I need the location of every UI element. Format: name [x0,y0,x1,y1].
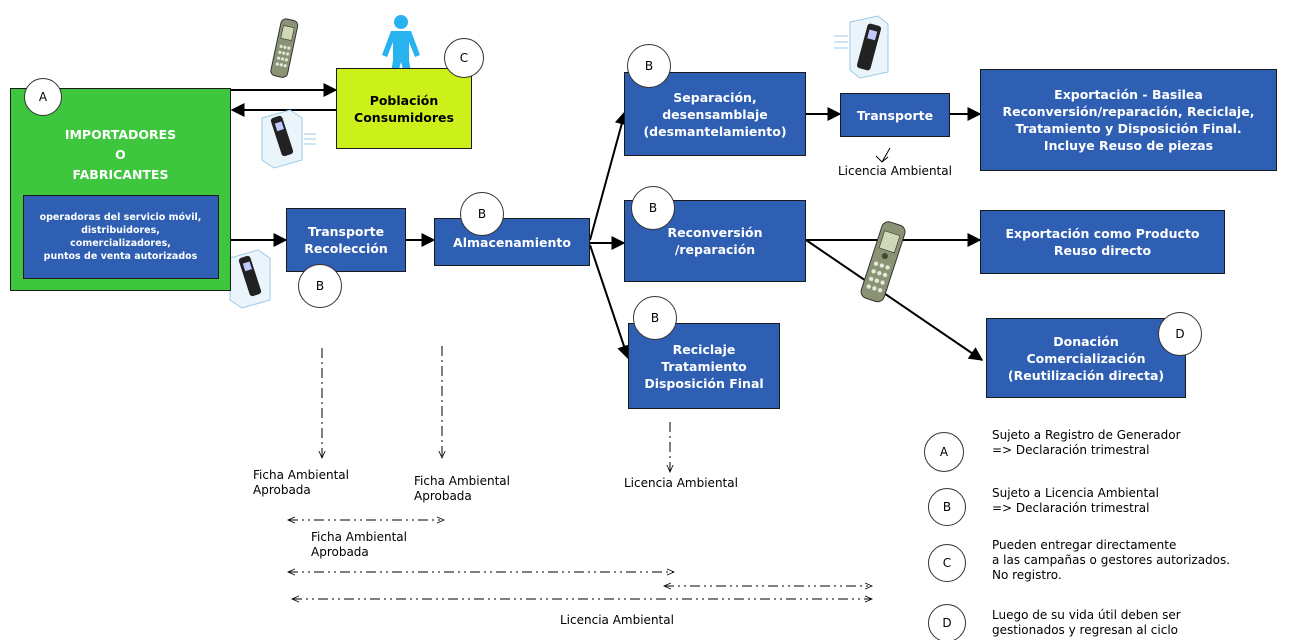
badge-b-separation: B [627,44,671,88]
badge-b-recycling: B [633,296,677,340]
legend-badge-a: A [924,432,964,472]
badge-b-transport: B [298,264,342,308]
license-bottom-label: Licencia Ambiental [560,613,674,627]
donation-box: Donación Comercialización (Reutilización… [986,318,1186,398]
ficha-label-3: Ficha Ambiental Aprobada [311,530,407,559]
legend-badge-c: C [928,544,966,582]
badge-b-storage: B [460,192,504,236]
legend-text-b: Sujeto a Licencia Ambiental => Declaraci… [992,486,1159,515]
population-box: Población Consumidores [336,68,472,149]
legend-text-d: Luego de su vida útil deben ser gestiona… [992,608,1181,637]
arrow-reconversion-to-donation [805,239,984,361]
ficha-label-2: Ficha Ambiental Aprobada [414,474,510,503]
badge-a: A [24,78,62,116]
license-transport-label: Licencia Ambiental [838,164,952,178]
arrow-storage-to-recycling [589,244,631,360]
legend-badge-b: B [928,488,966,526]
license-pointer [875,147,891,163]
license-recycling-label: Licencia Ambiental [624,476,738,490]
mobile-phone-icon [860,221,906,303]
legend-text-a: Sujeto a Registro de Generador => Declar… [992,428,1181,457]
transport-collection-box: Transporte Recolección [286,208,406,272]
export-product-box: Exportación como Producto Reuso directo [980,210,1225,274]
mobile-phone-icon [270,18,299,78]
badge-b-reconversion: B [631,186,675,230]
mobile-phone-icon [261,109,316,169]
ficha-label-1: Ficha Ambiental Aprobada [253,468,349,497]
export-basel-box: Exportación - Basilea Reconversión/repar… [980,69,1277,171]
mobile-phone-icon [834,15,889,79]
legend-badge-d: D [928,604,966,640]
mobile-phone-icon [229,249,271,309]
importers-subgroup: operadoras del servicio móvil, distribui… [22,195,219,279]
storage-box: Almacenamiento [434,218,590,266]
badge-d: D [1158,312,1202,356]
legend-text-c: Pueden entregar directamente a las campa… [992,538,1231,582]
arrow-storage-to-separation [589,110,629,241]
importers-title: IMPORTADORES O FABRICANTES [64,127,177,182]
transport-box: Transporte [840,93,950,137]
person-icon [382,15,420,80]
badge-c: C [444,38,484,78]
importers-box: IMPORTADORES O FABRICANTES operadoras de… [10,88,231,291]
